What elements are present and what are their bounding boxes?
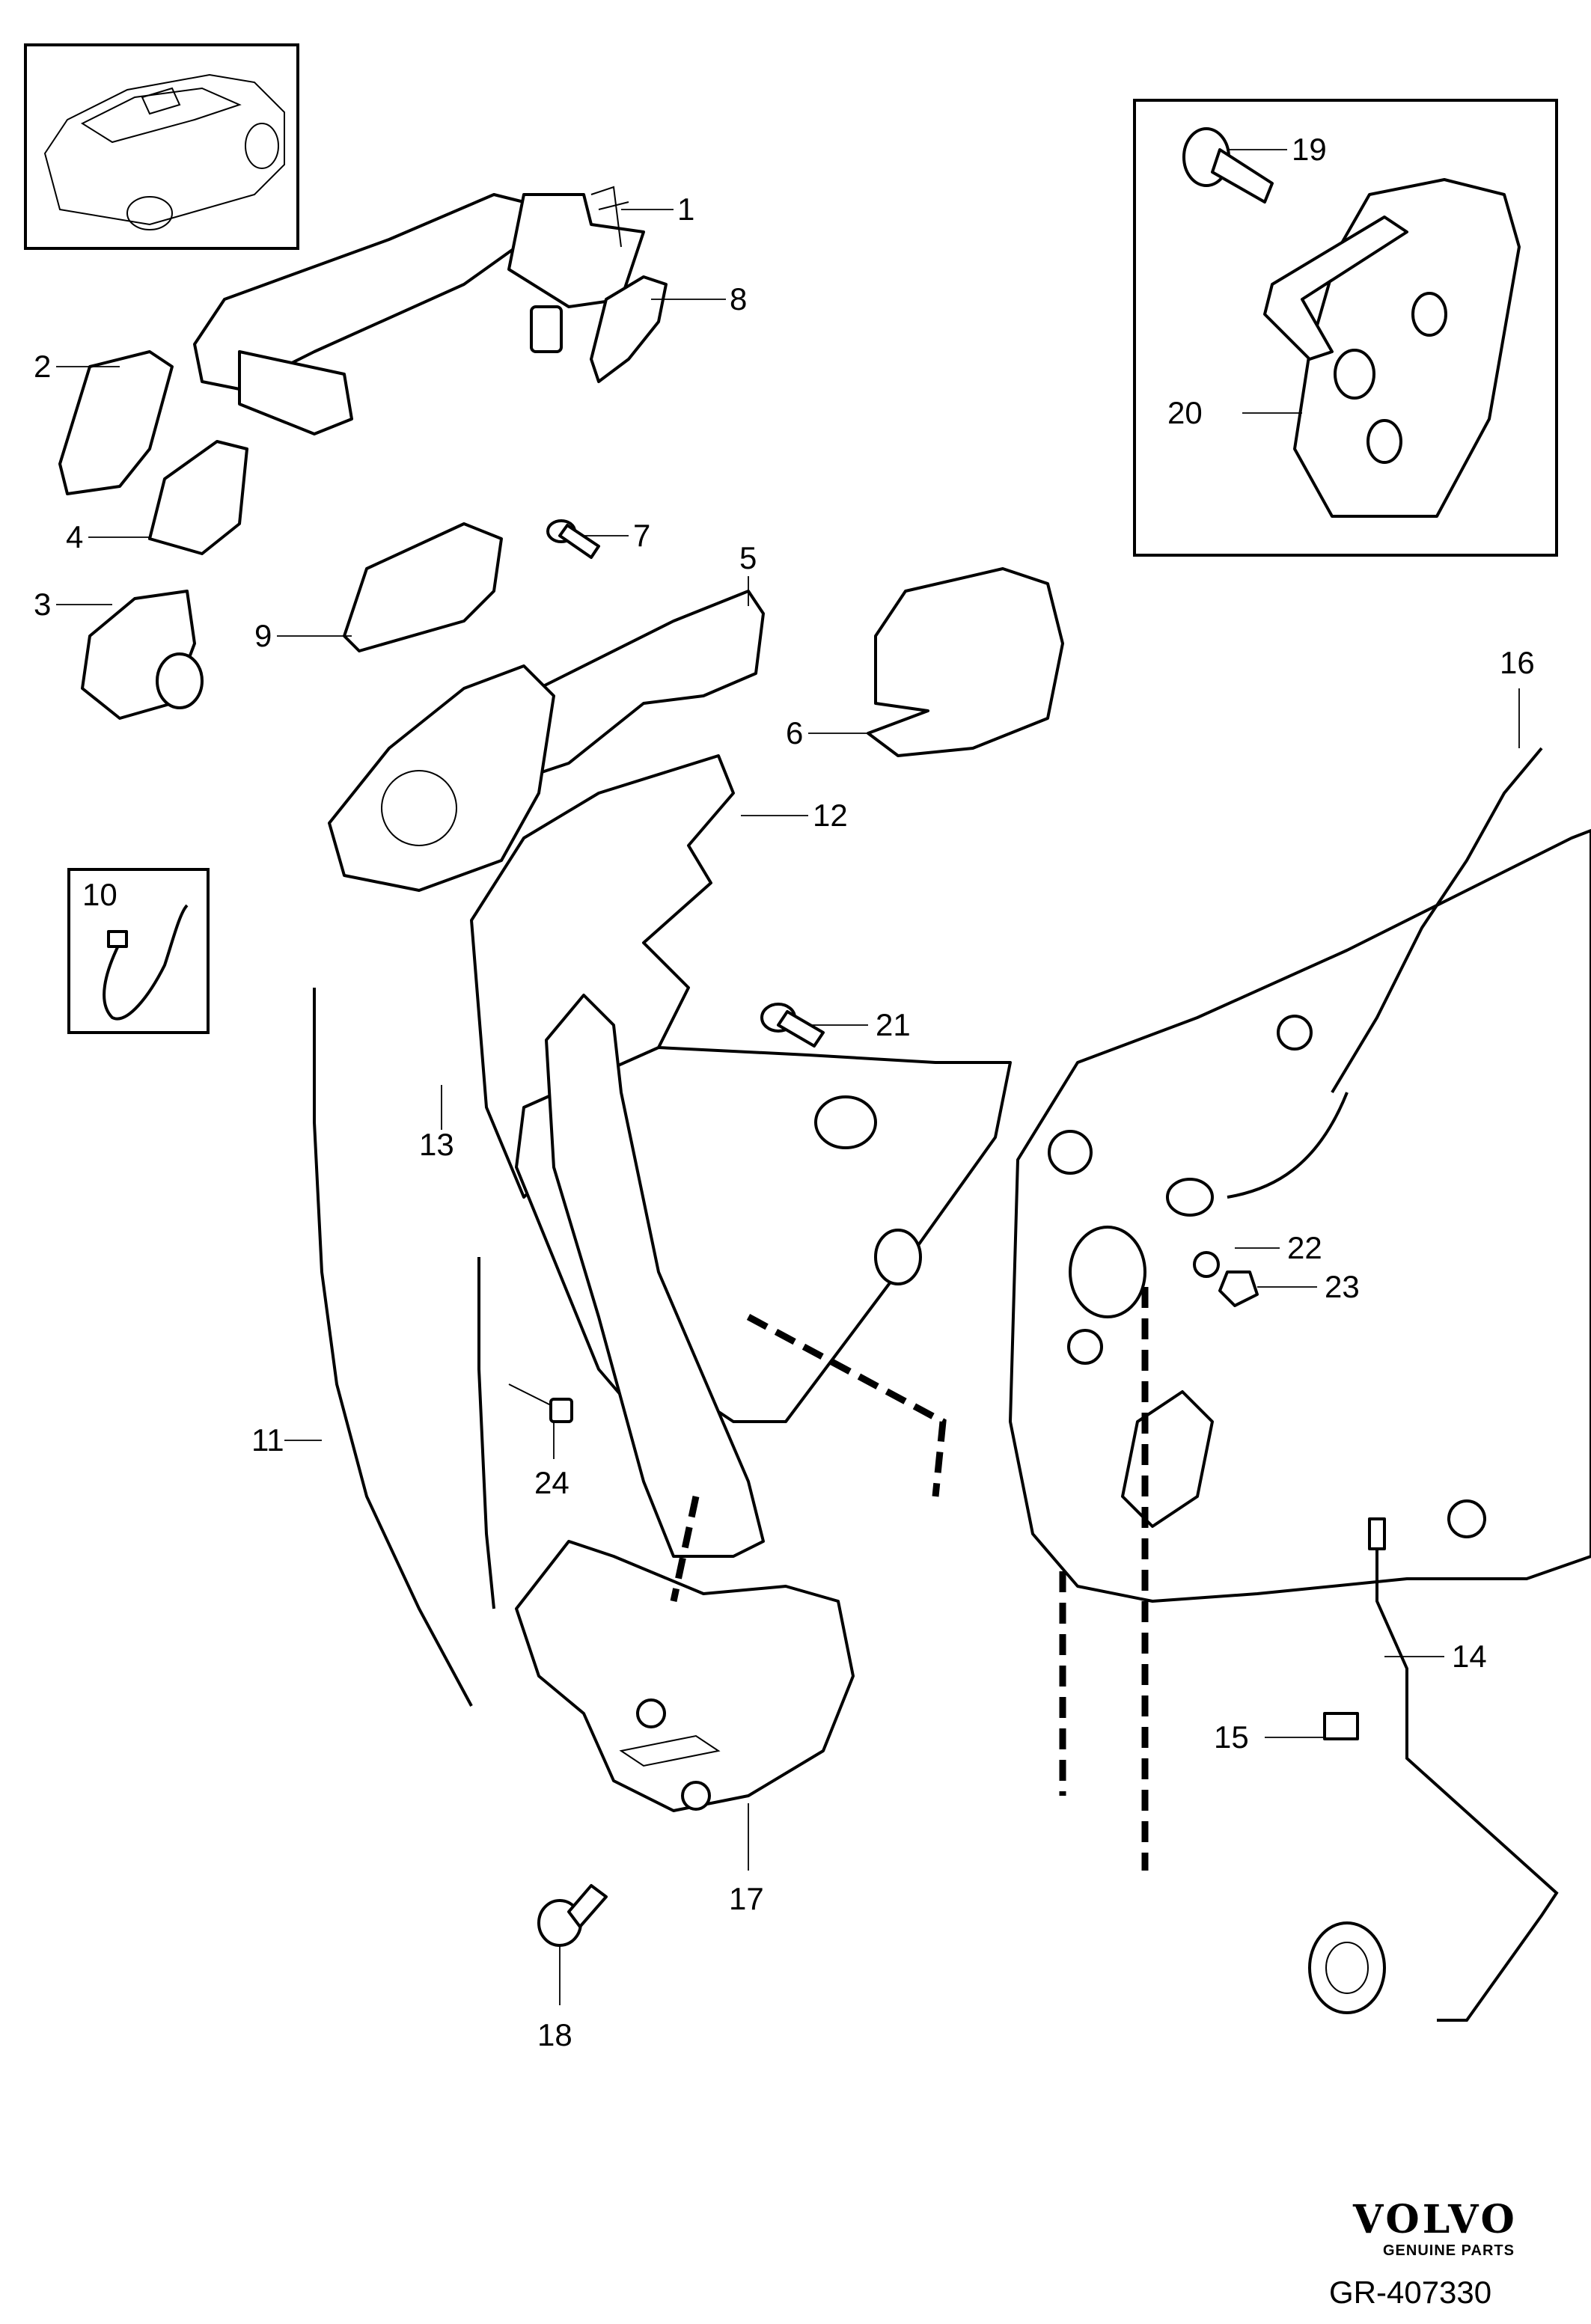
gasket-9: [343, 522, 503, 652]
grommet: [1308, 1921, 1386, 2014]
callout-3: 3: [34, 587, 51, 622]
callout-8: 8: [730, 281, 747, 317]
callout-24: 24: [534, 1465, 569, 1500]
genuine-parts-label: GENUINE PARTS: [1383, 2242, 1515, 2259]
clip-15: [1323, 1712, 1359, 1740]
callout-10: 10: [82, 877, 117, 912]
alignment-dash-4: [670, 1496, 700, 1602]
alignment-dash-1: [746, 1314, 947, 1497]
callout-6: 6: [786, 715, 803, 750]
handle-carrier-5: [477, 590, 765, 780]
cable-tie-inset-10: [67, 868, 210, 1034]
callout-4: 4: [66, 519, 83, 554]
door-handle-1: [193, 186, 645, 435]
callout-18: 18: [537, 2017, 572, 2052]
screw-18: [537, 1884, 608, 1947]
bolt-21: [760, 1003, 825, 1048]
callout-20: 20: [1167, 395, 1203, 430]
callout-2: 2: [34, 349, 51, 384]
callout-19: 19: [1292, 132, 1327, 167]
callout-14: 14: [1452, 1639, 1487, 1674]
striker-plate-20: [1263, 178, 1521, 518]
nut-23: [1218, 1270, 1259, 1307]
cable-11: [313, 988, 495, 1707]
callout-23: 23: [1325, 1269, 1360, 1304]
callout-11: 11: [251, 1422, 284, 1458]
latch-actuator-assembly: [328, 664, 555, 892]
callout-22: 22: [1287, 1230, 1322, 1265]
callout-15: 15: [1214, 1719, 1249, 1755]
bracket-4: [148, 440, 248, 555]
diagram-reference: GR-407330: [1329, 2275, 1491, 2310]
callout-13: 13: [419, 1127, 454, 1162]
cover-cap-2: [58, 350, 174, 495]
callout-7: 7: [633, 518, 650, 553]
gasket-8: [590, 275, 668, 383]
callout-16: 16: [1500, 645, 1535, 680]
lock-cylinder-housing-3: [81, 590, 204, 720]
callout-9: 9: [254, 618, 272, 653]
washer-22: [1193, 1251, 1220, 1278]
screw-19: [1182, 127, 1274, 204]
callout-1: 1: [677, 192, 694, 227]
release-cable-16: [1166, 747, 1543, 1217]
callout-17: 17: [729, 1881, 764, 1916]
striker-inset-box: [1133, 99, 1558, 557]
bolt-7: [546, 519, 600, 559]
inner-door-panel: [1009, 829, 1591, 1603]
inner-lock-bracket: [515, 994, 1012, 1558]
door-lock-unit-17: [515, 1540, 855, 1812]
volvo-logo: VOLVO: [1352, 2197, 1518, 2242]
callout-5: 5: [739, 540, 757, 575]
cover-6: [867, 567, 1064, 757]
callout-12: 12: [813, 798, 848, 833]
lock-rod-14: [1368, 1517, 1559, 2022]
car-location-thumbnail: [24, 43, 299, 250]
pin-24: [508, 1383, 573, 1423]
leader-lines: [56, 149, 1520, 2005]
callout-21: 21: [876, 1007, 911, 1042]
